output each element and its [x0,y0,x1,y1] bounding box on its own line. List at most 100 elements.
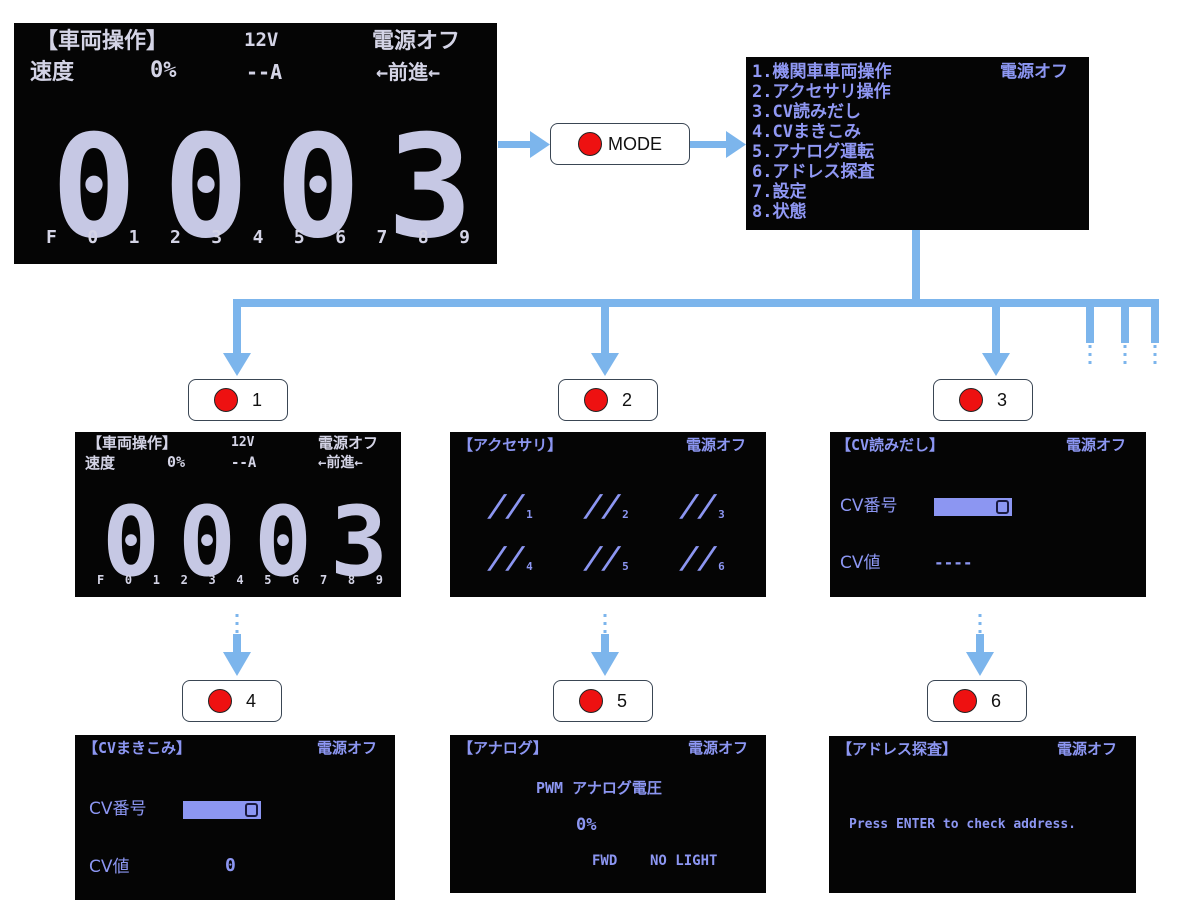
red-button-icon [578,132,602,156]
function-key: 8 [347,573,356,587]
menu-item[interactable]: 2.アクセサリ操作 [752,82,891,102]
voltage-readout: 12V [231,435,255,450]
arrowhead-main-to-mode [530,131,550,158]
button-3[interactable]: 3 [933,379,1033,421]
accessory-number: 2 [622,508,629,521]
red-button-icon [952,689,977,713]
button-1-label: 1 [251,389,262,410]
power-status: 電源オフ [1066,436,1127,454]
cv-value: 0 [225,855,236,876]
red-button-icon [583,388,608,412]
accessory-number: 3 [718,508,725,521]
arrow-shaft-2-to-5 [601,634,609,654]
menu-item[interactable]: 5.アナログ運転 [752,142,875,162]
address-digits: 0 0 0 3 [38,117,486,259]
function-key: 8 [417,227,429,248]
analog-screen: 【アナログ】 電源オフ PWM アナログ電圧 0% FWD NO LIGHT [450,735,766,893]
function-key: 6 [335,227,347,248]
current-readout: --A [246,60,283,84]
accessory-switch[interactable]: // 4 [484,528,584,576]
arrowhead-mode-to-menu [726,131,746,158]
cv-value-label: CV値 [89,857,130,877]
cv-number-input[interactable] [934,498,1012,516]
accessory-grid: // 1 // 2 // 3 // 4 // 5 // 6 [484,476,766,576]
red-button-icon [958,388,983,412]
screen-title: 【アナログ】 [458,739,548,757]
arrow-shaft-1-to-4 [233,634,241,654]
button-2[interactable]: 2 [558,379,658,421]
button-5-label: 5 [616,690,627,711]
mode-menu-screen: 電源オフ 1.機関車車両操作 2.アクセサリ操作 3.CV読みだし 4.CVまき… [746,57,1089,230]
function-key: 1 [128,227,140,248]
menu-trunk-line [912,230,920,306]
branch-horizontal-line [233,299,1159,307]
arrowhead-4 [223,652,251,676]
power-status: 電源オフ [688,739,749,757]
address-digit: 0 [178,486,236,597]
arrowhead-1 [223,353,251,376]
menu-item[interactable]: 1.機関車車両操作 [752,62,892,82]
accessory-number: 1 [526,508,533,521]
branch-line-extra-c [1151,299,1159,343]
current-readout: --A [231,455,257,471]
accessory-switch[interactable]: // 2 [580,476,680,524]
arrow-shaft-3-to-6 [976,634,984,654]
accessory-switch[interactable]: // 6 [676,528,766,576]
accessory-number: 4 [526,560,533,573]
function-key: 4 [236,573,244,587]
power-status: 電源オフ [317,739,378,757]
analog-direction: FWD [592,853,618,869]
function-key: 0 [124,573,133,587]
red-button-icon [578,689,603,713]
branch-line-2 [601,299,609,355]
menu-item[interactable]: 6.アドレス探査 [752,162,875,182]
branch-line-3 [992,299,1000,355]
button-2-label: 2 [621,389,632,410]
branch-line-1 [233,299,241,355]
button-3-label: 3 [996,389,1007,410]
turnout-icon: // [580,489,624,524]
speed-label: 速度 [30,60,75,85]
mode-button[interactable]: MODE [550,123,690,165]
address-digit: 0 [51,105,137,264]
menu-item[interactable]: 8.状態 [752,202,807,222]
button-4[interactable]: 4 [182,680,282,722]
arrowhead-3 [982,353,1010,376]
analog-level: 0% [576,815,597,835]
address-digit: 0 [102,486,160,597]
cv-number-input[interactable] [183,801,261,819]
red-button-icon [207,689,232,713]
speed-value: 0% [150,58,177,83]
function-key: 2 [169,227,181,248]
screen-title: 【CVまきこみ】 [83,739,192,757]
button-5[interactable]: 5 [553,680,653,722]
function-keys: F 0 1 2 3 4 5 6 7 8 9 [46,229,470,247]
address-search-screen: 【アドレス探査】 電源オフ Press ENTER to check addre… [829,736,1136,893]
menu-item[interactable]: 7.設定 [752,182,807,202]
screen-title: 【アドレス探査】 [837,740,958,758]
screen-title: 【車両操作】 [87,434,178,452]
arrowhead-5 [591,652,619,676]
cv-read-screen: 【CV読みだし】 電源オフ CV番号 CV値 ---- [830,432,1146,597]
address-digit: 3 [387,105,473,264]
screen-title: 【アクセサリ】 [458,436,563,454]
arrow-mode-to-menu [690,141,728,148]
cv-number-label: CV番号 [840,496,898,516]
button-1[interactable]: 1 [188,379,288,421]
accessory-switch[interactable]: // 1 [484,476,584,524]
accessory-switch[interactable]: // 5 [580,528,680,576]
menu-item[interactable]: 4.CVまきこみ [752,122,861,142]
turnout-icon: // [676,541,720,576]
screen-title: 【CV読みだし】 [836,436,945,454]
function-key: F [97,573,105,587]
function-key: 0 [87,227,99,248]
menu-list: 1.機関車車両操作 2.アクセサリ操作 3.CV読みだし 4.CVまきこみ 5.… [752,62,891,222]
menu-item[interactable]: 3.CV読みだし [752,102,861,122]
power-status: 電源オフ [686,436,747,454]
function-key: 7 [320,573,328,587]
power-status: 電源オフ [1000,62,1068,82]
speed-value: 0% [167,453,186,471]
accessory-switch[interactable]: // 3 [676,476,766,524]
button-6[interactable]: 6 [927,680,1027,722]
mode-button-label: MODE [608,133,662,154]
